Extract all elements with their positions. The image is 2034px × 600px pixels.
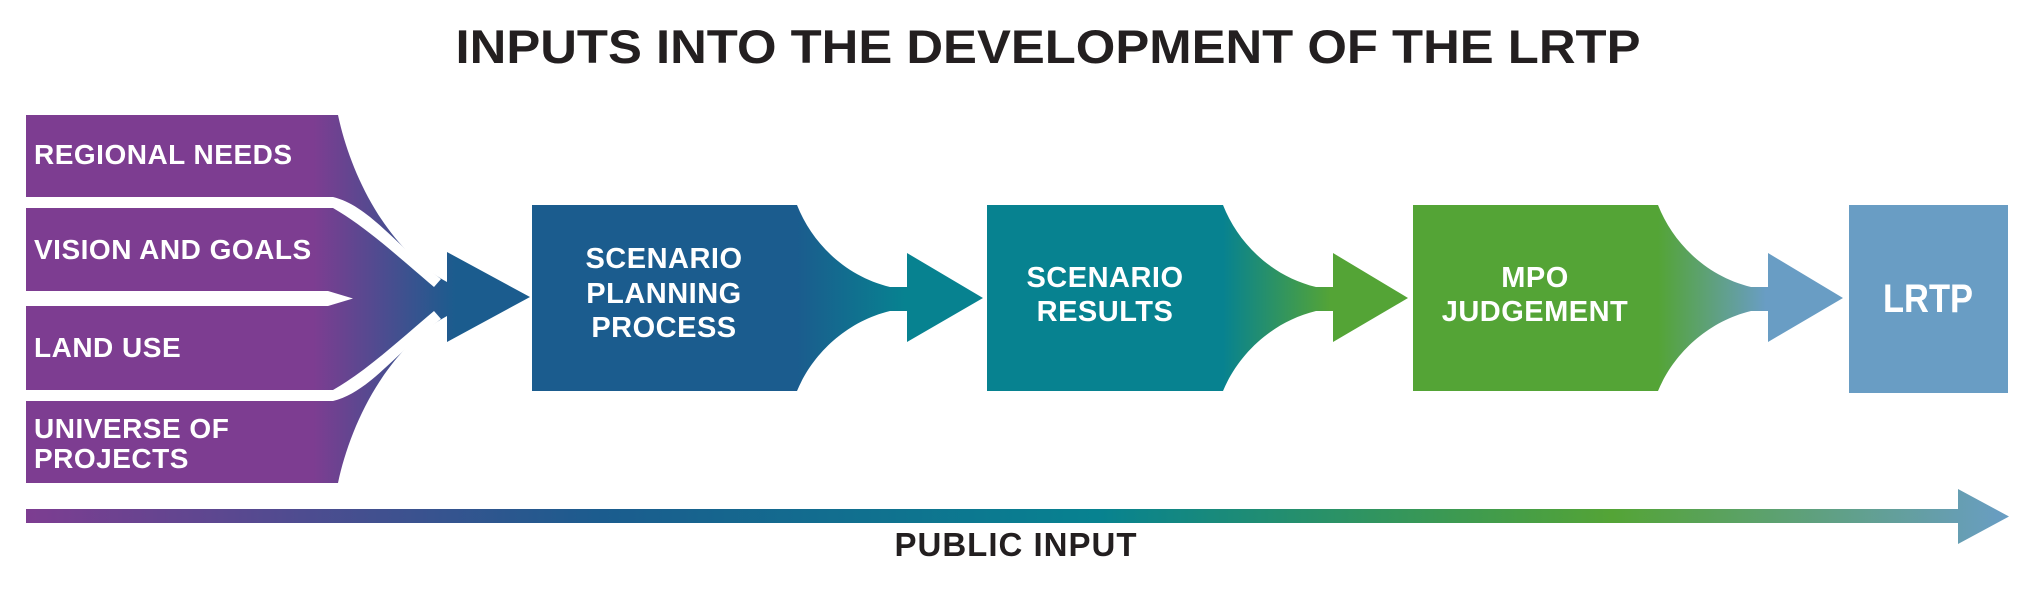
stage-label-line: PROCESS <box>591 312 736 344</box>
input-bar-label-regional-needs: REGIONAL NEEDS <box>34 139 293 170</box>
stage-label-line: SCENARIO <box>1026 262 1183 294</box>
input-bar-label-universe-line2: PROJECTS <box>34 443 189 474</box>
stage-label-line: MPO <box>1501 262 1569 294</box>
stage-box-scenario-results <box>987 205 1223 391</box>
connector-arrow-2-icon <box>1223 205 1408 391</box>
funnel-gap-top <box>26 197 441 287</box>
funnel-gap-bottom <box>26 311 441 401</box>
input-bar-label-vision-and-goals: VISION AND GOALS <box>34 234 312 265</box>
stage-box-scenario-planning-process <box>532 205 797 391</box>
stage-label-line: SCENARIO <box>585 243 742 275</box>
public-input-arrow-icon <box>26 489 2009 544</box>
connector-arrow-3-icon <box>1658 205 1843 391</box>
stage-label-line: JUDGEMENT <box>1442 296 1629 328</box>
stage-label-lrtp: LRTP <box>1883 277 1973 321</box>
input-bar-label-land-use: LAND USE <box>34 332 181 363</box>
stage-label-line: RESULTS <box>1037 296 1174 328</box>
stage-box-lrtp <box>1849 205 2008 393</box>
public-input-label: PUBLIC INPUT <box>895 526 1138 563</box>
input-bar-label-universe-line1: UNIVERSE OF <box>34 413 229 444</box>
stage-label-line: PLANNING <box>586 278 741 310</box>
connector-arrow-1-icon <box>797 205 983 391</box>
diagram-title: INPUTS INTO THE DEVELOPMENT OF THE LRTP <box>456 20 1641 73</box>
stage-box-mpo-judgement <box>1413 205 1658 391</box>
funnel-gap-middle-arrow-icon <box>26 291 353 306</box>
